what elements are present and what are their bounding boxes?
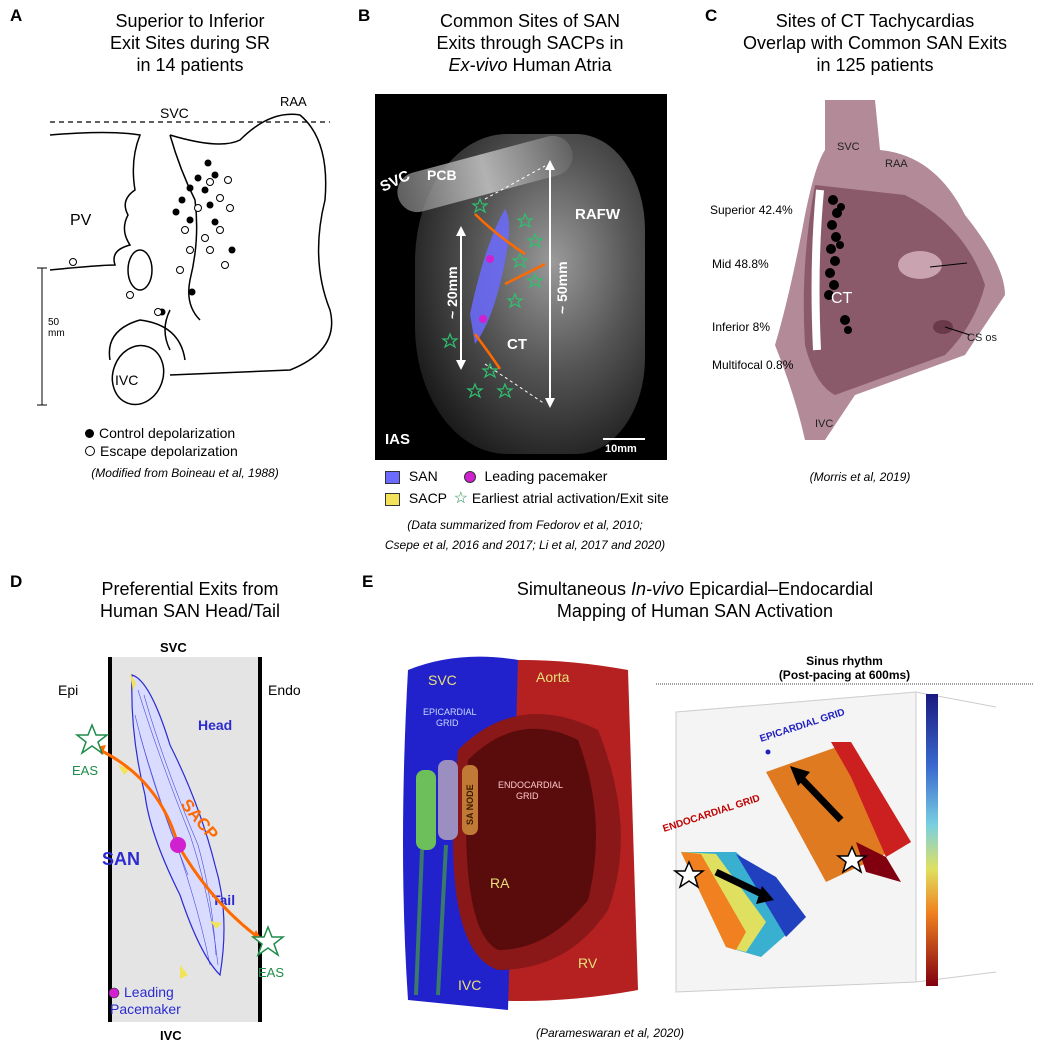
panel-a-scale-num: 50 bbox=[48, 317, 60, 328]
panel-e-heart-image: SVC Aorta EPICARDIAL GRID ENDOCARDIAL GR… bbox=[403, 656, 638, 1010]
panel-d-svc-label: SVC bbox=[160, 640, 187, 655]
panel-a-letter: A bbox=[10, 6, 23, 25]
panel-b-rafw-label: RAFW bbox=[575, 206, 621, 223]
panel-e-endocardial-surface bbox=[681, 852, 806, 957]
panel-a-scale-unit: mm bbox=[48, 328, 65, 339]
control-depolarization-dots bbox=[158, 159, 236, 316]
panel-c-svc-label: SVC bbox=[837, 141, 860, 153]
panel-b-overlay: SVC PCB RAFW CT IAS ~ 20mm ~ 50mm 10mm bbox=[378, 160, 645, 455]
panel-e-ivc-label: IVC bbox=[458, 977, 481, 993]
eas-bottom-star-icon bbox=[250, 924, 286, 957]
panel-e-citation: (Parameswaran et al, 2020) bbox=[535, 1026, 685, 1040]
panel-d-pacemaker-dot bbox=[170, 837, 186, 853]
panel-e-map-svg: EPICARDIAL GRID ENDOCARDIAL GRID bbox=[656, 683, 1033, 993]
panel-d-leading-label: Leading bbox=[124, 984, 174, 1000]
panel-c-csos-label: CS os bbox=[967, 332, 997, 344]
panel-e-letter: E bbox=[362, 572, 374, 591]
panel-a-raa-label: RAA bbox=[280, 94, 307, 109]
panel-b-ct-label: CT bbox=[507, 336, 527, 353]
panel-c-ivc-label: IVC bbox=[815, 418, 833, 430]
panel-e-epigrid-label-1: EPICARDIAL bbox=[423, 707, 477, 717]
panel-c-heart-image: SVC RAA CT CS os IVC bbox=[775, 100, 1005, 440]
panel-c-site-multifocal: Multifocal 0.8% bbox=[712, 358, 794, 372]
panel-d-eas-top-label: EAS bbox=[72, 763, 98, 778]
panel-d-pacemaker-label: Pacemaker bbox=[110, 1001, 181, 1017]
panel-c-site-inferior: Inferior 8% bbox=[712, 320, 771, 334]
panel-d-head-label: Head bbox=[198, 717, 232, 733]
panel-e-endogrid-label-1: ENDOCARDIAL bbox=[498, 780, 563, 790]
map-epi-star-icon bbox=[835, 845, 869, 874]
panel-b-atria-image: SVC PCB RAFW CT IAS ~ 20mm ~ 50mm 10mm bbox=[375, 94, 667, 460]
panel-b-pcb-label: PCB bbox=[427, 167, 457, 183]
panel-e-title: Simultaneous In-vivo Epicardial–Endocard… bbox=[516, 579, 874, 621]
panel-c-letter: C bbox=[705, 6, 718, 25]
panel-e-svc-label: SVC bbox=[428, 672, 457, 688]
panel-b-citation: (Data summarized from Fedorov et al, 201… bbox=[384, 518, 666, 552]
panel-d-diagram: SVC IVC Epi Endo Head Tail SAN SACP EAS … bbox=[58, 640, 301, 1043]
panel-a-legend: Control depolarization Escape depolariza… bbox=[85, 425, 238, 459]
escape-depolarization-dots bbox=[69, 176, 234, 316]
panel-d-san-shape bbox=[131, 674, 225, 977]
panel-e-aorta-label: Aorta bbox=[536, 669, 570, 685]
panel-b-letter: B bbox=[358, 6, 371, 25]
panel-b-exit-stars bbox=[441, 197, 544, 399]
exit-star-icon: ☆ bbox=[453, 490, 468, 507]
panel-d-eas-bottom-label: EAS bbox=[258, 965, 284, 980]
panel-b-ias-label: IAS bbox=[385, 431, 410, 448]
panel-a-pv-label: PV bbox=[70, 212, 92, 229]
panel-e-activation-map: Sinus rhythm (Post-pacing at 600ms) bbox=[656, 654, 1033, 1009]
panel-d-letter: D bbox=[10, 572, 23, 591]
panel-c-tachycardia-sites bbox=[824, 195, 852, 334]
eas-top-star-icon bbox=[74, 722, 110, 755]
panel-b-legend: SAN Leading pacemaker SACP ☆ Earliest at… bbox=[385, 468, 669, 508]
map-endo-star-icon bbox=[672, 860, 706, 889]
panel-c-citation: (Morris et al, 2019) bbox=[809, 470, 911, 484]
panel-d-epi-label: Epi bbox=[58, 682, 78, 698]
panel-a-citation: (Modified from Boineau et al, 1988) bbox=[91, 466, 279, 480]
panel-c-raa-label: RAA bbox=[885, 158, 908, 170]
panel-e-map-title: Sinus rhythm (Post-pacing at 600ms) bbox=[778, 654, 911, 682]
panel-a-ivc-label: IVC bbox=[115, 372, 138, 388]
panel-b-title: Common Sites of SAN Exits through SACPs … bbox=[436, 11, 624, 75]
panel-d-endo-label: Endo bbox=[268, 682, 301, 698]
panel-e-epigrid-label-2: GRID bbox=[436, 718, 459, 728]
panel-c-site-superior: Superior 42.4% bbox=[710, 203, 793, 217]
panel-a-diagram: SVC RAA PV IVC 50 mm bbox=[37, 94, 333, 406]
panel-c-title: Sites of CT Tachycardias Overlap with Co… bbox=[742, 11, 1008, 75]
panel-b-san-shape bbox=[470, 209, 509, 344]
panel-d-tail-label: Tail bbox=[212, 892, 235, 908]
panel-a-title: Superior to Inferior Exit Sites during S… bbox=[109, 11, 271, 75]
panel-b-20mm-label: ~ 20mm bbox=[444, 266, 460, 319]
panel-d-ivc-label: IVC bbox=[160, 1028, 182, 1043]
panel-e-rv-label: RV bbox=[578, 955, 598, 971]
panel-e-endogrid-label-2: GRID bbox=[516, 791, 539, 801]
panel-b-scalebar-label: 10mm bbox=[605, 443, 637, 455]
panel-d-title: Preferential Exits from Human SAN Head/T… bbox=[99, 579, 281, 621]
panel-a-svc-label: SVC bbox=[160, 105, 189, 121]
panel-b-svc-label: SVC bbox=[378, 167, 413, 196]
panel-e-ra-label: RA bbox=[490, 875, 510, 891]
panel-c-site-mid: Mid 48.8% bbox=[712, 257, 769, 271]
panel-e-grids bbox=[416, 760, 478, 850]
panel-b-50mm-label: ~ 50mm bbox=[554, 261, 570, 314]
panel-c-ct-label: CT bbox=[831, 290, 853, 307]
panel-e-sanode-label: SA NODE bbox=[465, 784, 475, 825]
panel-d-san-label: SAN bbox=[102, 849, 140, 869]
